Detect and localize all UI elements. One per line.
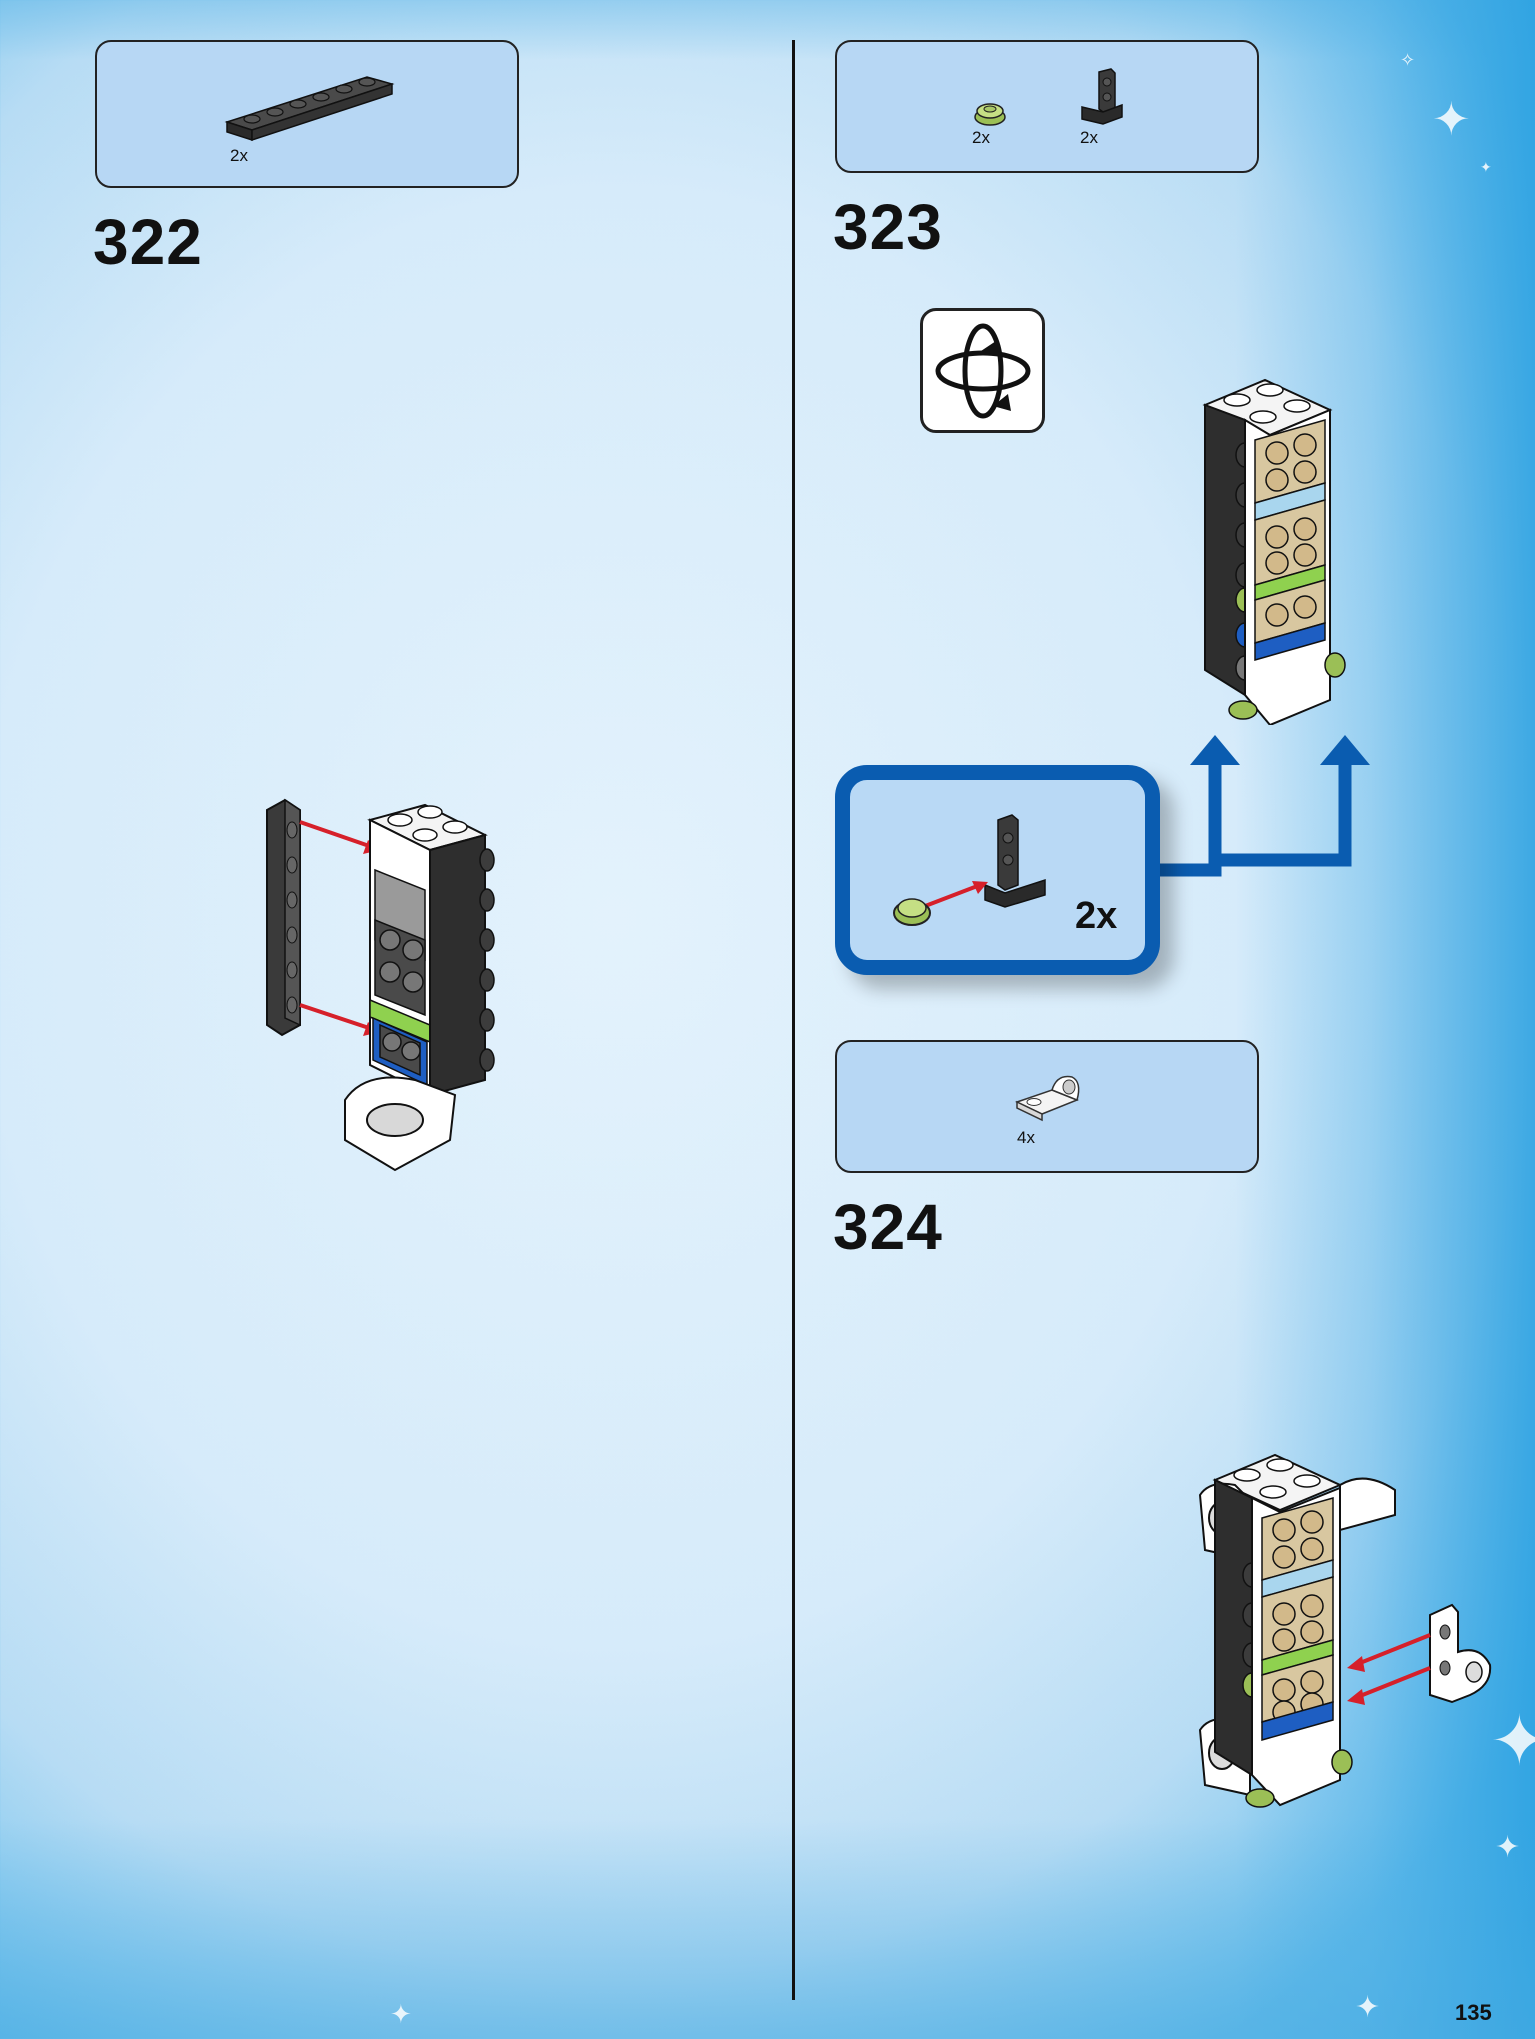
step-324-parts-box: 4x — [835, 1040, 1259, 1173]
step-number: 323 — [833, 191, 943, 263]
callout-connector-arrows — [1160, 735, 1370, 877]
star-decoration-icon: ✧ — [1400, 50, 1416, 71]
star-decoration-icon: ✦ — [1495, 1830, 1521, 1865]
step-323-parts-box: 2x 2x — [835, 40, 1259, 173]
step-322-parts-box: 2x — [95, 40, 519, 188]
star-decoration-icon: ✦ — [1490, 1700, 1535, 1782]
part-quantity: 2x — [972, 128, 990, 147]
star-decoration-icon: ✦ — [1355, 1990, 1381, 2025]
part-quantity: 2x — [230, 146, 248, 165]
white-pin-hole-plate-icon — [1015, 1075, 1080, 1122]
subassembly-callout: 2x — [835, 765, 1160, 975]
column-divider — [792, 40, 795, 2000]
page-number: 135 — [1455, 2000, 1492, 2025]
step-number: 322 — [93, 206, 203, 278]
subassembly-quantity: 2x — [1075, 895, 1118, 937]
subassembly-illustration — [893, 814, 1046, 926]
part-quantity: 2x — [1080, 128, 1098, 147]
star-decoration-icon: ✦ — [390, 2000, 412, 2030]
step-322-assembly-illustration — [266, 798, 495, 1172]
step-number: 324 — [833, 1191, 943, 1263]
star-decoration-icon: ✦ — [1480, 160, 1492, 176]
rotate-model-icon — [935, 323, 1031, 419]
step-324-assembly-illustration — [1198, 1453, 1492, 1808]
dark-bracket-icon — [1081, 68, 1123, 125]
star-decoration-icon: ✦ — [1432, 92, 1471, 146]
part-quantity: 4x — [1017, 1128, 1035, 1147]
dark-gray-plate-1x6-icon — [224, 76, 395, 142]
background-bottom-glow — [0, 1819, 1535, 2039]
step-323-assembly-illustration — [1202, 378, 1346, 725]
rotate-model-button — [920, 308, 1045, 433]
lime-round-plate-icon — [974, 103, 1006, 126]
